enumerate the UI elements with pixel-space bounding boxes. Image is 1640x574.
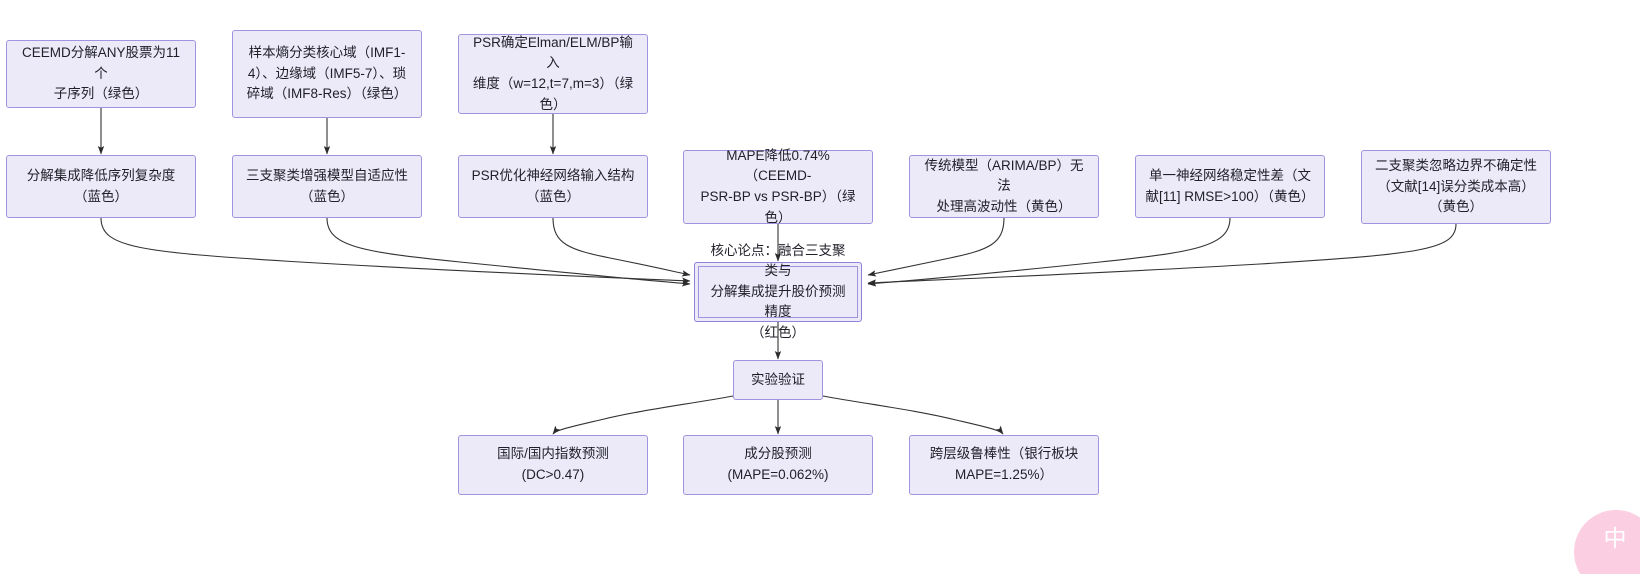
- node-label: 实验验证: [751, 371, 805, 387]
- node-single-network-instability[interactable]: 单一神经网络稳定性差（文 献[11] RMSE>100）（黄色）: [1135, 155, 1325, 218]
- node-label: 单一神经网络稳定性差（文 献[11] RMSE>100）（黄色）: [1145, 167, 1315, 204]
- edge-n6-core: [552, 217, 691, 277]
- node-traditional-models-limitation[interactable]: 传统模型（ARIMA/BP）无法 处理高波动性（黄色）: [909, 155, 1099, 218]
- node-experimental-validation[interactable]: 实验验证: [733, 360, 823, 400]
- node-index-forecast-result[interactable]: 国际/国内指数预测 (DC>0.47): [458, 435, 648, 495]
- node-label: 核心论点：融合三支聚类与 分解集成提升股价预测精度 （红色）: [710, 242, 846, 340]
- node-label: 二支聚类忽略边界不确定性 （文献[14]误分类成本高） （黄色）: [1375, 158, 1537, 215]
- node-mape-improvement[interactable]: MAPE降低0.74%（CEEMD- PSR-BP vs PSR-BP）（绿 色…: [683, 148, 873, 225]
- node-ceemd-decompose[interactable]: CEEMD分解ANY股票为11个 子序列（绿色）: [6, 40, 196, 108]
- node-label: 样本熵分类核心域（IMF1- 4）、边缘域（IMF5-7）、琐 碎域（IMF8-…: [246, 45, 408, 102]
- node-label: CEEMD分解ANY股票为11个 子序列（绿色）: [21, 45, 181, 102]
- node-label: 国际/国内指数预测 (DC>0.47): [497, 446, 609, 482]
- node-two-way-clustering-limitation[interactable]: 二支聚类忽略边界不确定性 （文献[14]误分类成本高） （黄色）: [1361, 150, 1551, 224]
- node-sample-entropy-classify[interactable]: 样本熵分类核心域（IMF1- 4）、边缘域（IMF5-7）、琐 碎域（IMF8-…: [232, 30, 422, 118]
- edge-n12-n15: [822, 395, 1004, 435]
- edge-n9-core: [867, 217, 1231, 287]
- node-cross-level-robustness-result[interactable]: 跨层级鲁棒性（银行板块 MAPE=1.25%）: [909, 435, 1099, 495]
- node-psr-input-dimension[interactable]: PSR确定Elman/ELM/BP输入 维度（w=12,t=7,m=3）（绿 色…: [458, 34, 648, 114]
- edge-n4-core: [100, 217, 691, 284]
- node-label: MAPE降低0.74%（CEEMD- PSR-BP vs PSR-BP）（绿 色…: [700, 147, 856, 225]
- edge-n12-n13: [552, 395, 734, 435]
- node-label: 分解集成降低序列复杂度 （蓝色）: [26, 167, 176, 204]
- edge-n10-core: [867, 223, 1457, 286]
- node-core-thesis[interactable]: 核心论点：融合三支聚类与 分解集成提升股价预测精度 （红色）: [694, 243, 862, 340]
- node-label: PSR确定Elman/ELM/BP输入 维度（w=12,t=7,m=3）（绿 色…: [472, 34, 634, 112]
- node-label: 传统模型（ARIMA/BP）无法 处理高波动性（黄色）: [924, 157, 1084, 214]
- node-constituent-stock-result[interactable]: 成分股预测 (MAPE=0.062%): [683, 435, 873, 495]
- watermark-badge: 中: [1574, 510, 1640, 574]
- node-three-way-clustering-adaptivity[interactable]: 三支聚类增强模型自适应性 （蓝色）: [232, 155, 422, 218]
- node-label: 跨层级鲁棒性（银行板块 MAPE=1.25%）: [929, 446, 1079, 482]
- node-label: 成分股预测 (MAPE=0.062%): [727, 446, 829, 482]
- edge-n5-core: [326, 217, 691, 287]
- edge-n8-core: [867, 217, 1005, 277]
- node-label: 三支聚类增强模型自适应性 （蓝色）: [246, 167, 408, 204]
- node-psr-optimizes-network-input[interactable]: PSR优化神经网络输入结构 （蓝色）: [458, 155, 648, 218]
- node-label: PSR优化神经网络输入结构 （蓝色）: [471, 167, 635, 204]
- node-decomposition-reduces-complexity[interactable]: 分解集成降低序列复杂度 （蓝色）: [6, 155, 196, 218]
- watermark-glyph: 中: [1603, 525, 1627, 551]
